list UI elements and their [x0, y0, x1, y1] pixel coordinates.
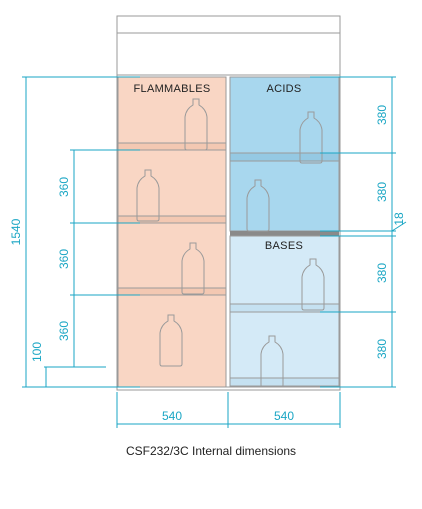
- shelf: [117, 142, 227, 151]
- top-compartment: [116, 32, 341, 76]
- bottle-icon: [181, 242, 205, 295]
- flammables-label: FLAMMABLES: [134, 83, 211, 95]
- dim-left-shelf-2: 360: [57, 249, 71, 269]
- shelf: [229, 152, 340, 162]
- dim-left-shelf-1: 360: [57, 177, 71, 197]
- dim-base: 100: [30, 342, 44, 362]
- acids-label: ACIDS: [266, 83, 301, 95]
- bottle-icon: [299, 111, 323, 164]
- bottle-icon: [246, 179, 270, 232]
- diagram-caption: CSF232/3C Internal dimensions: [125, 444, 297, 458]
- right-shelves: [229, 152, 340, 387]
- dim-right-3: 380: [375, 263, 389, 283]
- dim-total-height: 1540: [9, 218, 23, 245]
- bottle-icon: [184, 98, 208, 151]
- dim-right-1: 380: [375, 105, 389, 125]
- divider-bar: [230, 231, 339, 236]
- left-dimension-lines: [22, 76, 140, 388]
- left-shelves: [117, 142, 227, 296]
- bottle-icon: [260, 335, 284, 388]
- right-dimension-lines: [310, 76, 407, 388]
- shelf: [229, 303, 340, 313]
- shelf: [117, 287, 227, 296]
- bases-label: BASES: [265, 240, 303, 252]
- bottle-icon: [159, 314, 183, 367]
- bottle-icon: [301, 258, 325, 311]
- bottle-icon: [136, 169, 160, 222]
- top-panel: [116, 15, 341, 34]
- bottom-dimension-lines: [116, 392, 341, 428]
- shelf: [117, 215, 227, 224]
- flammables-compartment: [117, 76, 227, 388]
- dim-width-left: 540: [162, 409, 182, 423]
- dim-width-right: 540: [274, 409, 294, 423]
- shelf: [229, 377, 340, 387]
- dim-right-4: 380: [375, 339, 389, 359]
- dim-left-shelf-3: 360: [57, 321, 71, 341]
- dim-right-2: 380: [375, 182, 389, 202]
- dim-divider: 18: [392, 212, 406, 226]
